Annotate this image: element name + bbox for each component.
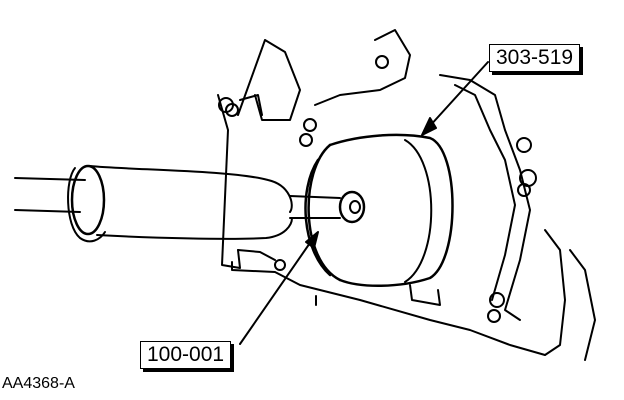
slide-hammer-tool: [14, 164, 366, 243]
leader-lines: [239, 61, 489, 345]
figure-code: AA4368-A: [2, 375, 75, 392]
bolt-bosses: [218, 55, 537, 323]
callout-slide-hammer-label: 100-001: [140, 341, 232, 369]
engine-block-outline: [217, 29, 596, 361]
callout-seal-tool-label: 303-519: [489, 44, 581, 72]
seal-replacer-tool: [304, 133, 454, 306]
